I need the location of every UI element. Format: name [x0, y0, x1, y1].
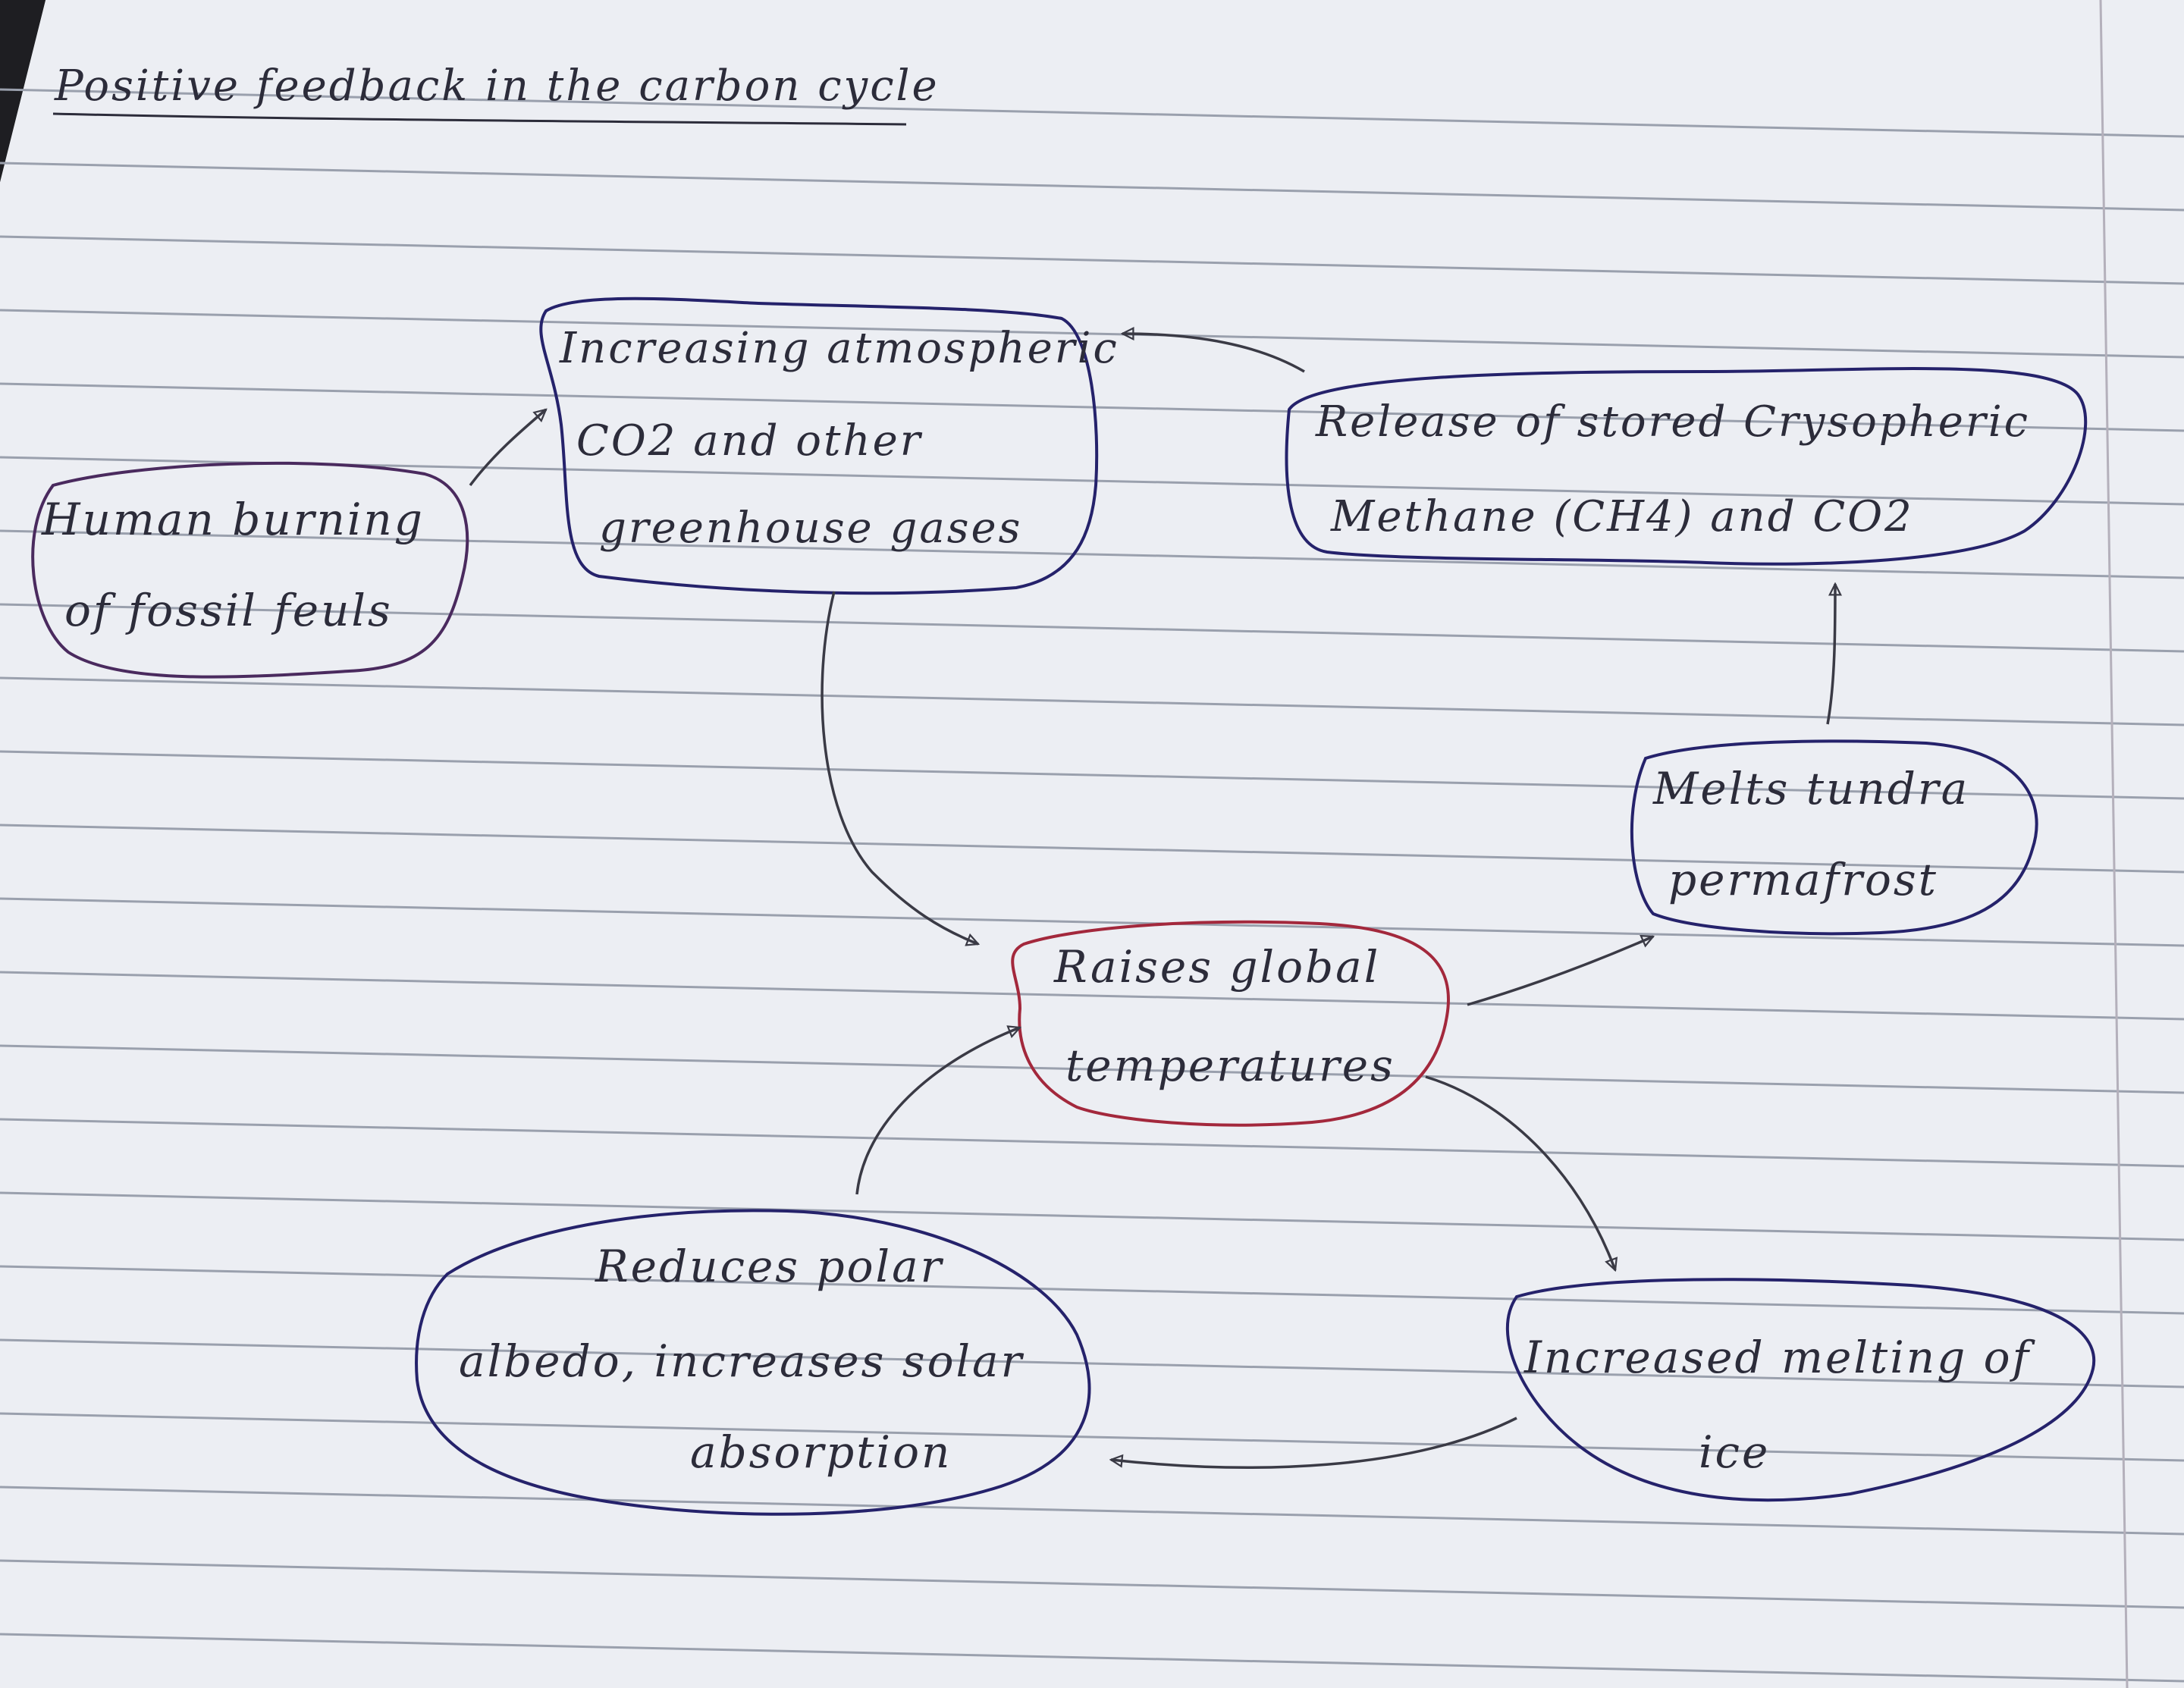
node-tundra: Melts tundra permafrost [1652, 763, 1969, 905]
arrow-release-to-atmospheric [1122, 334, 1305, 373]
rule-line [0, 88, 2184, 138]
node-release-outline [1285, 367, 2088, 566]
node-tundra-line-1: Melts tundra [1652, 763, 1969, 814]
rule-line [0, 382, 2184, 432]
node-ice: Increased melting of ice [1523, 1332, 2036, 1478]
rule-line [0, 1486, 2184, 1536]
rule-line [0, 1412, 2184, 1462]
node-temperatures-line-1: Raises global [1053, 941, 1380, 993]
node-ice-line-2: ice [1699, 1426, 1770, 1478]
rule-line [0, 971, 2184, 1021]
arrow-atmospheric-to-temperatures [821, 591, 978, 944]
rule-line [0, 529, 2184, 579]
rule-line [0, 1338, 2184, 1388]
node-atmospheric: Increasing atmospheric CO2 and other gre… [559, 324, 1119, 553]
title-underline [52, 112, 907, 126]
node-albedo-line-1: Reduces polar [595, 1241, 944, 1292]
arrow-human-to-atmospheric [469, 409, 546, 487]
node-human-line-2: of fossil feuls [64, 585, 393, 636]
rule-line [0, 897, 2184, 947]
node-human-line-1: Human burning [41, 494, 425, 545]
node-albedo-line-3: absorption [690, 1426, 952, 1478]
node-release-line-2: Methane (CH4) and CO2 [1330, 492, 1914, 541]
rule-line [0, 1044, 2184, 1094]
node-human-outline [31, 461, 469, 679]
arrow-temperatures-to-ice [1425, 1075, 1615, 1270]
node-human: Human burning of fossil feuls [41, 494, 425, 636]
node-atmospheric-line-3: greenhouse gases [599, 504, 1022, 553]
node-release-line-1: Release of stored Crysopheric [1315, 397, 2030, 447]
rule-line [0, 1118, 2184, 1168]
arrow-ice-to-albedo [1111, 1417, 1517, 1469]
rule-line [0, 235, 2184, 285]
node-albedo-outline [415, 1209, 1091, 1516]
node-albedo-line-2: albedo, increases solar [459, 1335, 1025, 1387]
rule-line [0, 603, 2184, 653]
node-temperatures: Raises global temperatures [1053, 941, 1395, 1091]
rule-line [0, 1559, 2184, 1609]
node-ice-outline [1505, 1278, 2096, 1502]
arrow-temperatures-to-tundra [1467, 937, 1653, 1006]
node-ice-line-1: Increased melting of [1523, 1332, 2036, 1383]
arrow-albedo-to-temperatures [855, 1028, 1020, 1195]
node-atmospheric-line-1: Increasing atmospheric [559, 324, 1119, 373]
rule-line [0, 676, 2184, 726]
node-albedo: Reduces polar albedo, increases solar ab… [459, 1241, 1025, 1478]
rule-line [0, 750, 2184, 800]
rule-line [0, 1265, 2184, 1315]
node-atmospheric-line-2: CO2 and other [576, 416, 923, 466]
rule-line [0, 162, 2184, 212]
node-temperatures-line-2: temperatures [1065, 1040, 1395, 1091]
rule-line [0, 1191, 2184, 1241]
margin-line [2099, 0, 2129, 1688]
node-temperatures-outline [1011, 920, 1450, 1127]
arrows [469, 334, 1835, 1469]
node-release: Release of stored Crysopheric Methane (C… [1315, 397, 2030, 541]
node-atmospheric-outline [539, 296, 1099, 595]
rule-line [0, 1633, 2184, 1683]
rule-line [0, 824, 2184, 874]
page-title: Positive feedback in the carbon cycle [54, 61, 940, 111]
node-tundra-line-2: permafrost [1668, 854, 1938, 905]
node-tundra-outline [1630, 739, 2038, 936]
rule-line [0, 309, 2184, 359]
arrow-tundra-to-release [1826, 584, 1835, 725]
ruled-lines [0, 88, 2184, 1683]
